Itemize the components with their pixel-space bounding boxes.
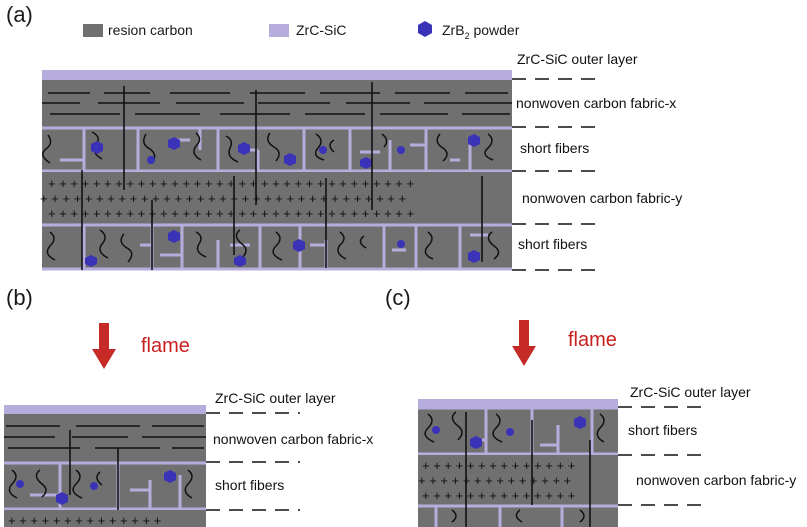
panel-label-b: (b) [6,285,33,310]
panel-b-structure: + + + + + + + + + + + + + + [4,405,300,527]
svg-text:+ + + + + + + + + + + + + +: + + + + + + + + + + + + + + [422,488,575,503]
panel-b-flame-label: flame [141,335,190,357]
panel-a-outer-layer [42,70,512,80]
panel-a-label-fabric-x: nonwoven carbon fabric-x [516,95,676,111]
svg-text:+ + + + + + + + + + + + + +: + + + + + + + + + + + + + + [422,458,575,473]
legend-label-zrc-sic: ZrC-SiC [296,22,347,38]
svg-text:+ + + + + + + + + + + + + +: + + + + + + + + + + + + + + [418,473,571,488]
panel-a-label-short-fibers-2: short fibers [518,236,587,252]
panel-b-label-fabric-x: nonwoven carbon fabric-x [213,431,373,447]
panel-c-label-outer-layer: ZrC-SiC outer layer [630,384,751,400]
panel-b-label-outer-layer: ZrC-SiC outer layer [215,390,336,406]
legend-zrb2-hexagon-icon [418,21,432,37]
legend: resion carbon ZrC-SiC ZrB2 powder [83,21,520,41]
svg-text:+ + + + + + + + + + + + + + +: + + + + + + + + + + + + + + + + + + + + … [40,191,406,206]
svg-text:+ + + + + + + + + + + + + + +: + + + + + + + + + + + + + + + + + + + + … [48,176,414,191]
panel-a-fabric-y [42,172,512,224]
legend-swatch-resin-carbon [83,24,103,37]
panel-c-flame-label: flame [568,329,617,351]
panel-c-structure: + + + + + + + + + + + + + + + + + + + + … [418,399,704,527]
panel-c-label-short-fibers: short fibers [628,422,697,438]
panel-a-label-short-fibers-1: short fibers [520,140,589,156]
legend-swatch-zrc-sic [269,24,289,37]
panel-a-label-fabric-y: nonwoven carbon fabric-y [522,190,682,206]
panel-b-flame-arrow [92,323,116,369]
panel-c-label-fabric-y: nonwoven carbon fabric-y [636,472,796,488]
panel-label-c: (c) [385,285,411,310]
legend-label-zrb2: ZrB2 powder [442,22,520,41]
panel-c-flame-arrow [512,320,536,366]
panel-b-label-short-fibers: short fibers [215,477,284,493]
legend-label-resin-carbon: resion carbon [108,22,193,38]
svg-text:+ + + + + + + + + + + + + +: + + + + + + + + + + + + + + [8,513,161,527]
svg-text:+ + + + + + + + + + + + + + +: + + + + + + + + + + + + + + + + + + + + … [48,206,414,221]
panel-a-short-fibers-2 [42,224,512,270]
panel-label-a: (a) [6,2,33,27]
panel-a-label-outer-layer: ZrC-SiC outer layer [517,51,638,67]
panel-a-structure: + + + + + + + + + + + + + + + + + + + + … [40,70,600,271]
